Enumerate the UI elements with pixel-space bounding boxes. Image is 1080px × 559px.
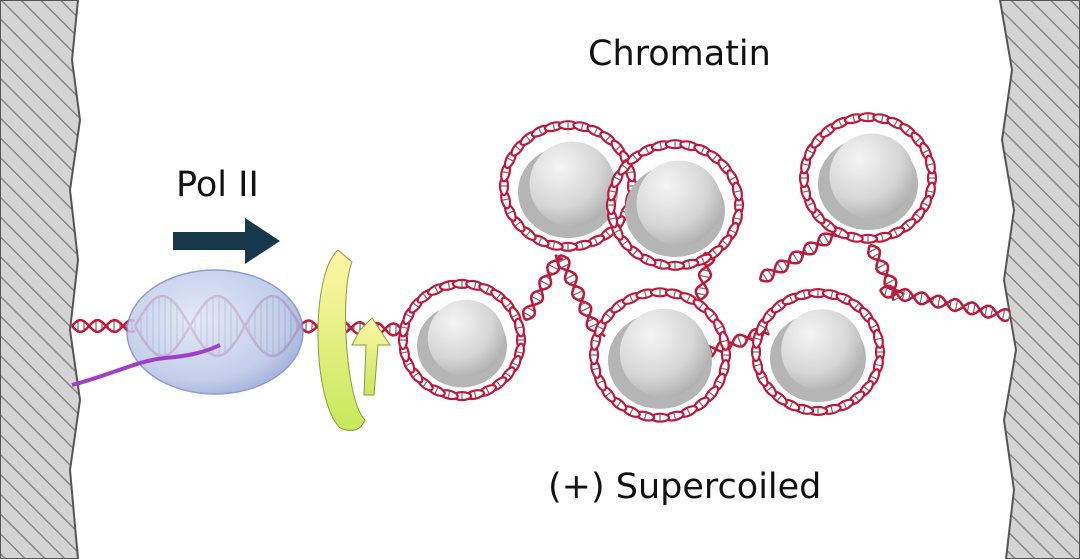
dna-linker-1 — [299, 319, 409, 337]
dna-linker-left — [71, 318, 136, 334]
nucleosome-4 — [798, 112, 938, 244]
right-anchor-wall — [998, 0, 1080, 559]
rotation-arrow-icon — [317, 249, 391, 431]
nucleosome-2 — [498, 120, 638, 252]
supercoiled-label: (+) Supercoiled — [548, 467, 822, 507]
dna-linker-7 — [866, 243, 905, 302]
nucleosome-5 — [588, 287, 732, 423]
dna-linker-6 — [758, 224, 843, 283]
nucleosome-6 — [750, 288, 886, 416]
right-arrow-icon — [173, 218, 280, 264]
rna-strand — [71, 343, 221, 387]
chromatin-label: Chromatin — [588, 34, 771, 74]
polymerase-label: Pol II — [176, 165, 259, 205]
histone-layer — [397, 112, 938, 423]
dna-linker-2 — [521, 254, 564, 322]
nucleosome-3 — [605, 139, 745, 271]
nucleosome-1 — [397, 278, 527, 402]
polymerase-body — [126, 269, 304, 395]
dna-linker-right — [878, 284, 1012, 323]
left-anchor-wall — [0, 0, 82, 559]
